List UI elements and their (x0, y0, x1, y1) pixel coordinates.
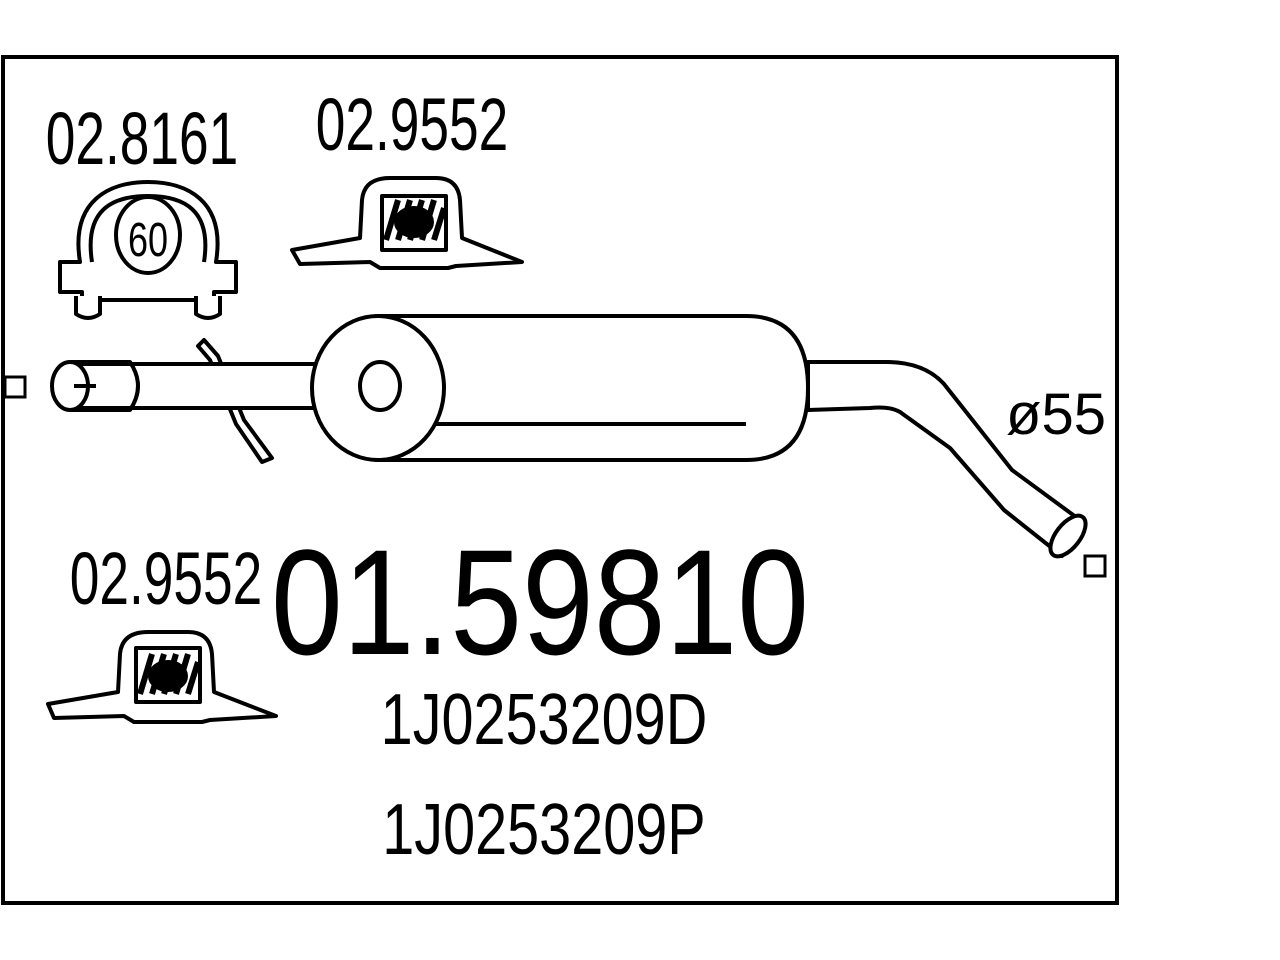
mount-bottom-part-number: 02.9552 (70, 537, 263, 620)
clamp-part-number: 02.8161 (46, 97, 239, 180)
inlet-end-marker (3, 375, 27, 399)
oe-number-2: 1J0253209P (382, 789, 705, 870)
diagram-border (1, 55, 1119, 905)
oe-number-1: 1J0253209D (381, 679, 708, 760)
muffler-assembly (50, 314, 1088, 559)
outlet-end-marker (1083, 554, 1107, 578)
mount-bottom-icon (46, 630, 278, 724)
mount-top-part-number: 02.9552 (316, 83, 509, 166)
main-part-number: 01.59810 (271, 518, 809, 686)
mount-top-icon (290, 176, 524, 270)
clamp-icon (58, 180, 238, 320)
clamp-size-label: 60 (128, 213, 168, 266)
outlet-diameter-label: ø55 (1006, 382, 1106, 447)
